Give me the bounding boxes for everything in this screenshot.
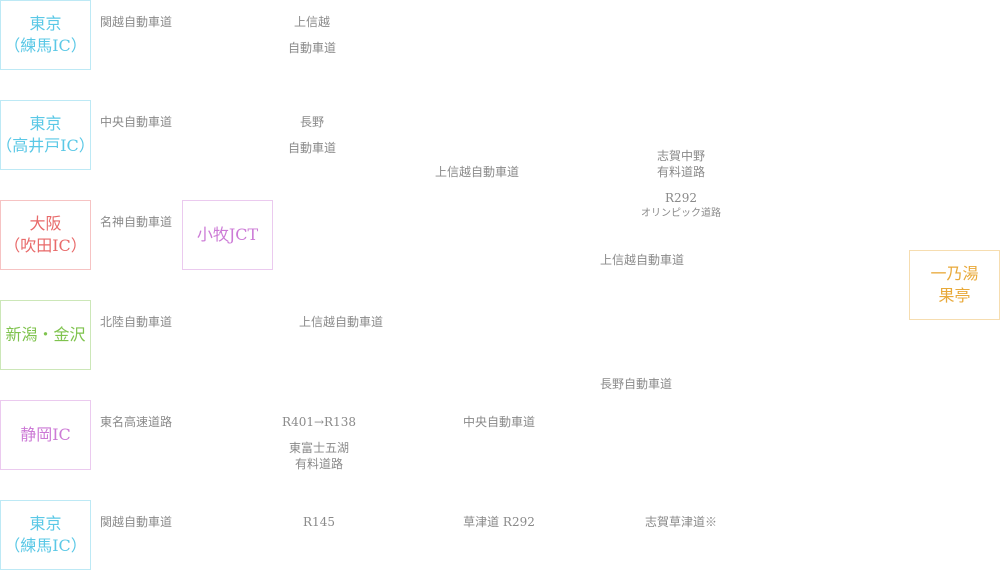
route-label: 長野 <box>299 115 325 129</box>
route-label: オリンピック道路 <box>641 208 721 219</box>
origin-name: 大阪 <box>29 214 62 233</box>
origin-name: 東京 <box>29 514 62 533</box>
route-label: 東富士五湖 <box>288 441 350 455</box>
origin-detail: （練馬IC） <box>4 536 87 555</box>
origin-detail: （練馬IC） <box>4 36 87 55</box>
origin-name: 東京 <box>29 114 62 133</box>
route-label: 上信越自動車道 <box>434 165 520 179</box>
route-label: 有料道路 <box>656 165 706 179</box>
origin-name: 東京 <box>29 14 62 33</box>
route-label: R145 <box>303 515 335 529</box>
route-label: 自動車道 <box>287 141 337 155</box>
origin-name: 静岡IC <box>20 425 71 444</box>
destination-name-line1: 一乃湯 <box>930 264 979 283</box>
route-label: 関越自動車道 <box>99 15 173 29</box>
route-label: 長野自動車道 <box>599 377 673 391</box>
route-label: 中央自動車道 <box>462 415 536 429</box>
route-label: R292 <box>665 191 697 205</box>
origin-box-shizuoka[interactable]: 静岡IC <box>0 400 91 470</box>
route-label: R401→R138 <box>282 415 356 429</box>
origin-name: 新潟・金沢 <box>5 325 86 344</box>
route-label: 名神自動車道 <box>99 215 173 229</box>
route-label: 有料道路 <box>294 457 344 471</box>
route-label: 中央自動車道 <box>99 115 173 129</box>
route-label: 草津道 R292 <box>463 515 535 529</box>
origin-detail: （高井戸IC） <box>0 136 95 155</box>
destination-box[interactable]: 一乃湯 果亭 <box>909 250 1000 320</box>
junction-name: 小牧JCT <box>196 225 259 244</box>
route-label: 上信越 <box>293 15 331 29</box>
route-label: 上信越自動車道 <box>599 253 685 267</box>
origin-box-tokyo-takaido[interactable]: 東京 （高井戸IC） <box>0 100 95 170</box>
origin-box-osaka[interactable]: 大阪 （吹田IC） <box>0 200 91 270</box>
junction-box-komaki[interactable]: 小牧JCT <box>182 200 273 270</box>
route-label: 東名高速道路 <box>99 415 173 429</box>
route-label: 北陸自動車道 <box>99 315 173 329</box>
route-label: 志賀中野 <box>656 149 706 163</box>
route-label: 関越自動車道 <box>99 515 173 529</box>
destination-name-line2: 果亭 <box>938 286 971 305</box>
route-label: 上信越自動車道 <box>298 315 384 329</box>
origin-detail: （吹田IC） <box>4 236 87 255</box>
route-label: 志賀草津道※ <box>644 515 718 529</box>
origin-box-tokyo-nerima[interactable]: 東京 （練馬IC） <box>0 0 91 70</box>
route-label: 自動車道 <box>287 41 337 55</box>
origin-box-tokyo-nerima-2[interactable]: 東京 （練馬IC） <box>0 500 91 570</box>
origin-box-niigata-kanazawa[interactable]: 新潟・金沢 <box>0 300 91 370</box>
